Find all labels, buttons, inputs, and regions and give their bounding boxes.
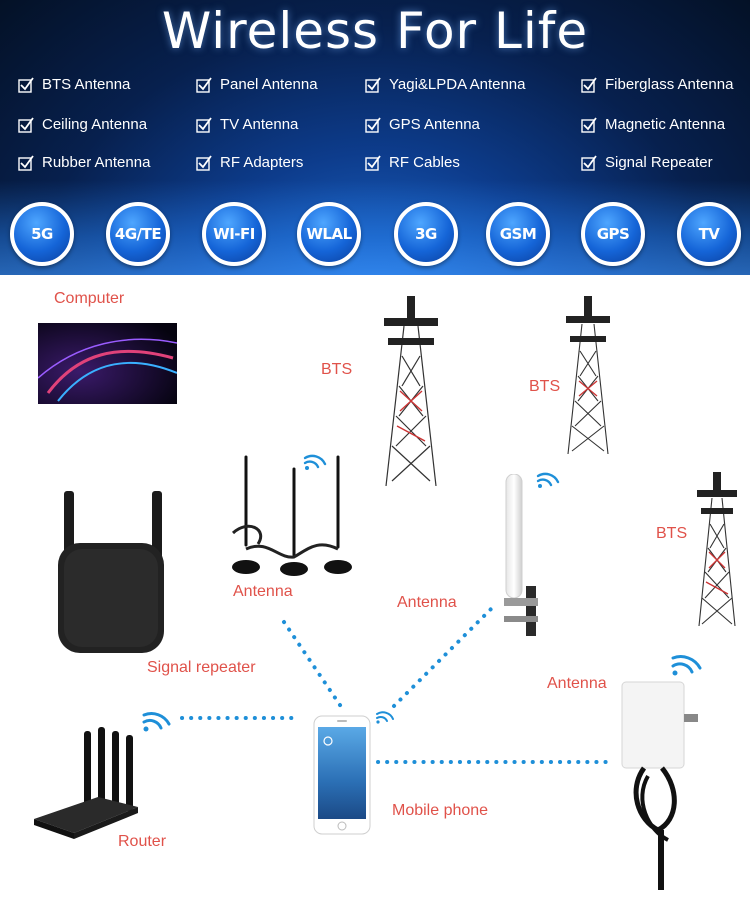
label-bts-2: BTS <box>529 378 561 395</box>
checkbox-icon <box>196 154 212 171</box>
banner: Wireless For Life BTS Antenna Panel Ante… <box>0 0 750 275</box>
badge-label: TV <box>698 225 720 243</box>
badge-label: 5G <box>31 225 53 243</box>
wifi-signal-icon <box>536 472 560 488</box>
label-signal-repeater: Signal repeater <box>147 659 256 676</box>
badge-4g-te: 4G/TE <box>106 202 170 266</box>
bts-tower-icon <box>384 296 438 486</box>
badge-5g: 5G <box>10 202 74 266</box>
signal-repeater-icon <box>58 491 164 653</box>
fiberglass-antenna-icon <box>504 474 538 636</box>
checkbox-icon <box>196 76 212 93</box>
checkbox-icon <box>196 116 212 133</box>
badge-wi-fi: WI-FI <box>202 202 266 266</box>
feature-label: TV Antenna <box>220 116 299 133</box>
label-antenna-fiberglass: Antenna <box>397 594 457 611</box>
label-computer: Computer <box>54 290 125 307</box>
checkbox-icon <box>18 154 34 171</box>
feature-label: RF Cables <box>389 154 460 171</box>
label-antenna-panel: Antenna <box>547 675 607 692</box>
router-icon <box>34 727 138 839</box>
feature-signal-repeater: Signal Repeater <box>581 154 713 171</box>
feature-label: RF Adapters <box>220 154 304 171</box>
wifi-signal-icon <box>671 655 702 676</box>
badge-label: GPS <box>596 225 630 243</box>
feature-gps-antenna: GPS Antenna <box>365 116 480 133</box>
feature-label: Signal Repeater <box>605 154 713 171</box>
bts-tower-icon <box>697 472 737 626</box>
badge-tv: TV <box>677 202 741 266</box>
badge-label: WLAL <box>306 225 352 243</box>
feature-yagi-lpda-antenna: Yagi&LPDA Antenna <box>365 76 526 93</box>
badge-label: 3G <box>415 225 437 243</box>
wifi-signal-icon <box>142 712 171 732</box>
feature-magnetic-antenna: Magnetic Antenna <box>581 116 725 133</box>
mobile-phone-icon <box>313 715 371 835</box>
checkbox-icon <box>18 76 34 93</box>
checkbox-icon <box>365 116 381 133</box>
badge-3g: 3G <box>394 202 458 266</box>
panel-antenna-icon <box>621 681 698 890</box>
wifi-signal-icon <box>303 454 327 470</box>
badge-wlal: WLAL <box>297 202 361 266</box>
feature-label: Rubber Antenna <box>42 154 151 171</box>
label-mobile-phone: Mobile phone <box>392 802 489 819</box>
feature-fiberglass-antenna: Fiberglass Antenna <box>581 76 733 93</box>
link-antenna-phone <box>282 620 344 710</box>
feature-label: Yagi&LPDA Antenna <box>389 76 526 93</box>
feature-rubber-antenna: Rubber Antenna <box>18 154 150 171</box>
checkbox-icon <box>365 154 381 171</box>
feature-label: Panel Antenna <box>220 76 318 93</box>
label-bts-1: BTS <box>321 361 353 378</box>
feature-tv-antenna: TV Antenna <box>196 116 298 133</box>
checkbox-icon <box>581 76 597 93</box>
checkbox-icon <box>581 116 597 133</box>
checkbox-icon <box>18 116 34 133</box>
feature-ceiling-antenna: Ceiling Antenna <box>18 116 147 133</box>
magnetic-antenna-icon <box>231 455 352 576</box>
feature-rf-cables: RF Cables <box>365 154 460 171</box>
badge-label: GSM <box>499 225 537 243</box>
feature-rf-adapters: RF Adapters <box>196 154 303 171</box>
link-fiberglass-phone <box>392 602 498 708</box>
badge-gsm: GSM <box>486 202 550 266</box>
feature-label: BTS Antenna <box>42 76 131 93</box>
label-antenna-magnetic: Antenna <box>233 583 293 600</box>
feature-panel-antenna: Panel Antenna <box>196 76 318 93</box>
wifi-signal-icon <box>376 711 394 724</box>
label-bts-3: BTS <box>656 525 688 542</box>
badge-gps: GPS <box>581 202 645 266</box>
feature-bts-antenna: BTS Antenna <box>18 76 130 93</box>
bts-tower-icon <box>566 296 610 454</box>
feature-label: Fiberglass Antenna <box>605 76 734 93</box>
feature-label: GPS Antenna <box>389 116 480 133</box>
badge-label: 4G/TE <box>114 225 162 243</box>
feature-label: Ceiling Antenna <box>42 116 148 133</box>
computer-screen-icon <box>38 323 177 404</box>
checkbox-icon <box>581 154 597 171</box>
badge-label: WI-FI <box>213 225 255 243</box>
checkbox-icon <box>365 76 381 93</box>
feature-label: Magnetic Antenna <box>605 116 726 133</box>
label-router: Router <box>118 833 167 850</box>
banner-title: Wireless For Life <box>161 2 589 60</box>
